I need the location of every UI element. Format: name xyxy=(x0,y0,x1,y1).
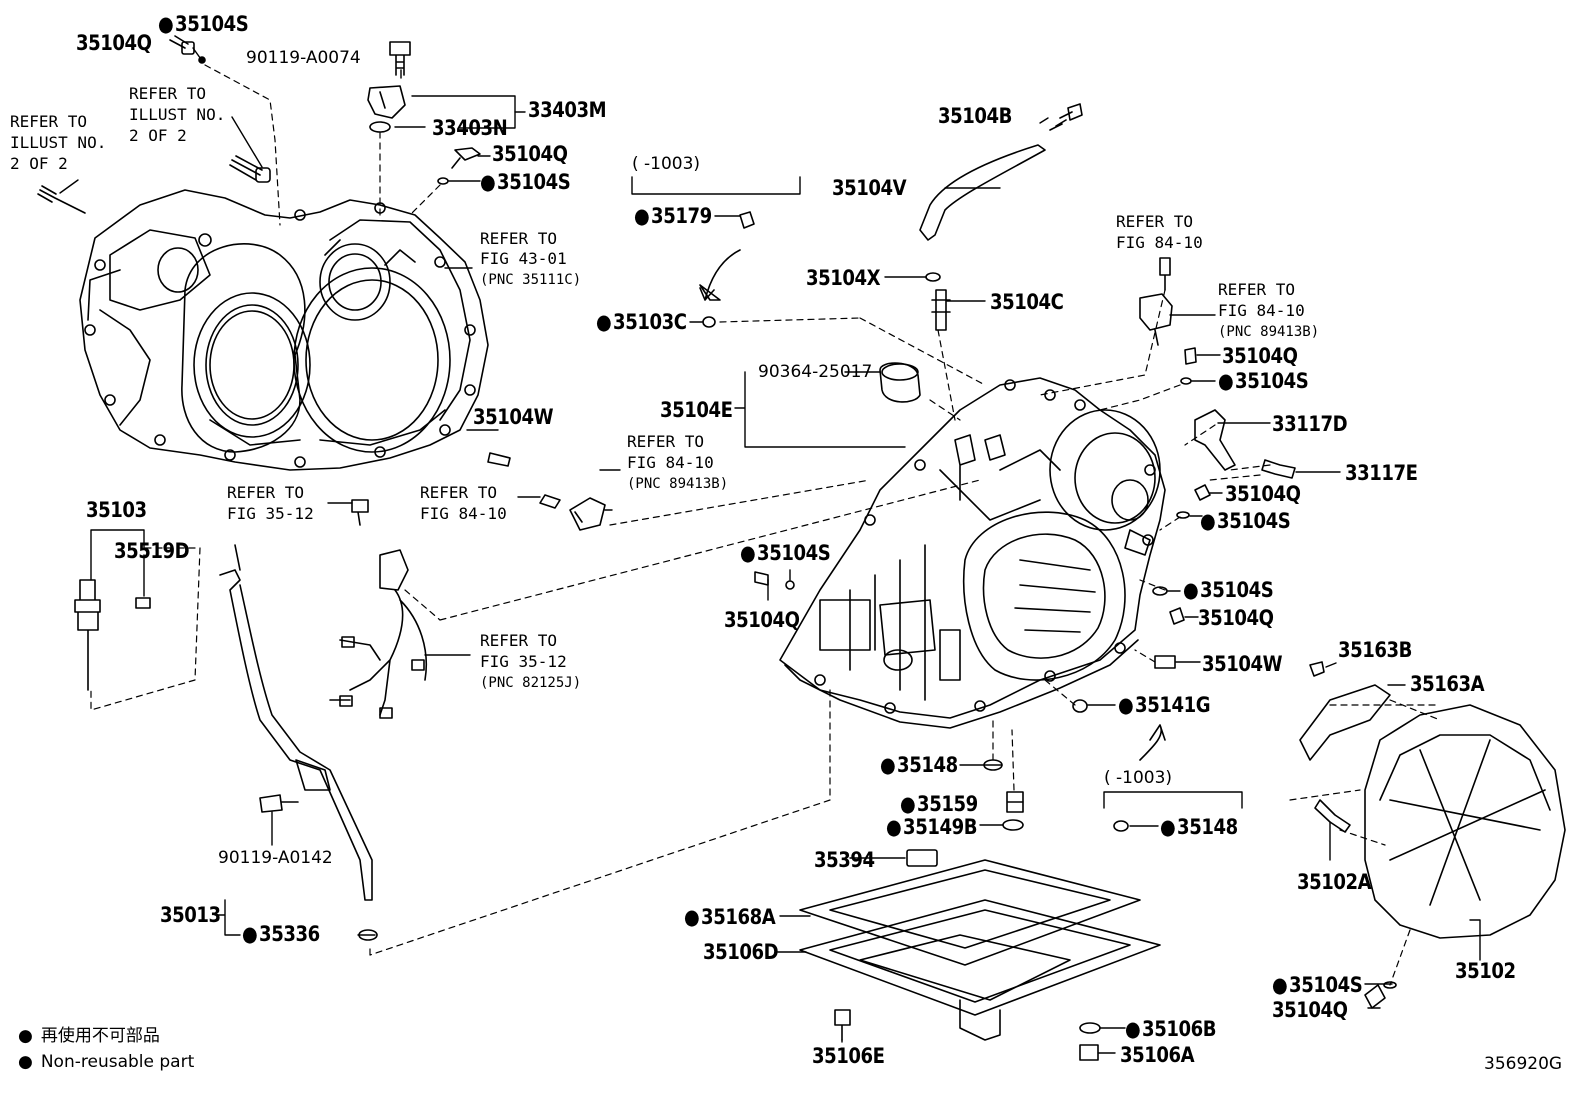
part-90119-A0074-label: 90119-A0074 xyxy=(246,48,361,68)
part-35336-label: 35336 xyxy=(242,924,320,945)
part-35148-label: 35148 xyxy=(1160,817,1238,838)
dashed-assembly-lines xyxy=(90,64,1441,986)
refer-text: FIG 35-12 xyxy=(480,652,567,671)
part-35104S-label: 35104S xyxy=(1183,580,1274,601)
refer-text: FIG 35-12 xyxy=(227,504,314,523)
part-35013-label: 35013 xyxy=(160,903,221,927)
part-35102-label: 35102 xyxy=(1455,959,1516,983)
part-35104W-label: 35104W xyxy=(1202,652,1283,676)
refer-pnc: (PNC 89413B) xyxy=(1218,324,1320,340)
part-35104S-label: 35104S xyxy=(1272,975,1363,996)
legend-text-en: Non-reusable part xyxy=(40,1052,195,1072)
part-35104Q-label: 35104Q xyxy=(1272,998,1348,1022)
part-35104X-label: 35104X xyxy=(806,266,881,290)
refer-text: ILLUST NO. xyxy=(10,133,107,152)
legend-bullet: ● xyxy=(18,1052,33,1072)
part-35104S-label: 35104S xyxy=(1218,371,1309,392)
part-35104V-label: 35104V xyxy=(832,176,907,200)
refer-text: REFER TO xyxy=(627,432,705,451)
legend-row-jp: ● 再使用不可部品 xyxy=(18,1028,160,1045)
part-35103-label: 35103 xyxy=(86,498,147,522)
part-35104S-label: 35104S xyxy=(740,543,831,564)
part-90364-25017-label: 90364-25017 xyxy=(758,362,873,382)
part-33117D-label: 33117D xyxy=(1272,412,1348,436)
refer-text: REFER TO xyxy=(1218,280,1296,299)
part-35103C-label: 35103C xyxy=(596,312,687,333)
part-35104Q-label: 35104Q xyxy=(1198,606,1274,630)
part-35168A-label: 35168A xyxy=(684,907,776,928)
sensor-dipstick-harness xyxy=(74,499,428,941)
refer-text: FIG 43-01 xyxy=(480,249,567,268)
part-35104S-label: 35104S xyxy=(480,172,571,193)
part-35104Q-label: 35104Q xyxy=(724,608,800,632)
part-35104S-label: 35104S xyxy=(158,14,249,35)
part-35141G-label: 35141G xyxy=(1118,695,1211,716)
part-35104W-label: 35104W xyxy=(473,405,554,429)
part-35163A-label: 35163A xyxy=(1410,672,1485,696)
part-35104S-label: 35104S xyxy=(1200,511,1291,532)
transmission-case-drawing xyxy=(779,377,1166,729)
part-35163B-label: 35163B xyxy=(1338,638,1413,662)
transaxle-housing-drawing xyxy=(79,189,489,471)
range-bracket-text: ( -1003) xyxy=(632,154,701,174)
refer-text: 2 OF 2 xyxy=(10,154,68,173)
legend-text-jp: 再使用不可部品 xyxy=(40,1026,160,1046)
refer-text: REFER TO xyxy=(1116,212,1194,231)
illustration-code: 356920G xyxy=(1484,1054,1563,1074)
part-35149B-label: 35149B xyxy=(886,817,977,838)
refer-text: REFER TO xyxy=(480,631,558,650)
part-33403M-label: 33403M xyxy=(528,98,607,122)
refer-text: 2 OF 2 xyxy=(129,126,187,145)
side-cover-drawing xyxy=(1299,661,1566,1009)
part-35102A-label: 35102A xyxy=(1297,870,1372,894)
legend-bullet: ● xyxy=(18,1026,33,1046)
part-35104Q-label: 35104Q xyxy=(76,31,152,55)
part-35519D-label: 35519D xyxy=(114,539,190,563)
legend-row-en: ● Non-reusable part xyxy=(18,1054,194,1071)
part-35179-label: 35179 xyxy=(634,206,712,227)
refer-text: REFER TO xyxy=(129,84,207,103)
part-35106D-label: 35106D xyxy=(703,940,779,964)
refer-text: REFER TO xyxy=(227,483,305,502)
part-35104B-label: 35104B xyxy=(938,104,1013,128)
refer-text: FIG 84-10 xyxy=(627,453,714,472)
refer-text: FIG 84-10 xyxy=(420,504,507,523)
refer-text: REFER TO xyxy=(420,483,498,502)
part-35104Q-label: 35104Q xyxy=(1225,482,1301,506)
refer-pnc: (PNC 82125J) xyxy=(480,675,582,691)
refer-text: FIG 84-10 xyxy=(1116,233,1203,252)
part-35159-label: 35159 xyxy=(900,794,978,815)
part-90119-A0142-label: 90119-A0142 xyxy=(218,848,333,868)
part-33403N-label: 33403N xyxy=(432,116,508,140)
refer-text: REFER TO xyxy=(480,229,558,248)
refer-text: FIG 84-10 xyxy=(1218,301,1305,320)
part-35106A-label: 35106A xyxy=(1120,1043,1195,1067)
refer-pnc: (PNC 35111C) xyxy=(480,272,582,288)
part-35148-label: 35148 xyxy=(880,755,958,776)
part-33117E-label: 33117E xyxy=(1345,461,1418,485)
refer-text: ILLUST NO. xyxy=(129,105,226,124)
part-35394-label: 35394 xyxy=(814,848,875,872)
part-35104Q-label: 35104Q xyxy=(1222,344,1298,368)
oil-pan-drawing xyxy=(799,849,1161,1061)
refer-pnc: (PNC 89413B) xyxy=(627,476,729,492)
part-35104Q-label: 35104Q xyxy=(492,142,568,166)
part-35106B-label: 35106B xyxy=(1125,1019,1216,1040)
refer-text: REFER TO xyxy=(10,112,88,131)
part-35104C-label: 35104C xyxy=(990,290,1064,314)
part-35104E-label: 35104E xyxy=(660,398,733,422)
range-bracket-text: ( -1003) xyxy=(1104,768,1173,788)
part-35106E-label: 35106E xyxy=(812,1044,885,1068)
